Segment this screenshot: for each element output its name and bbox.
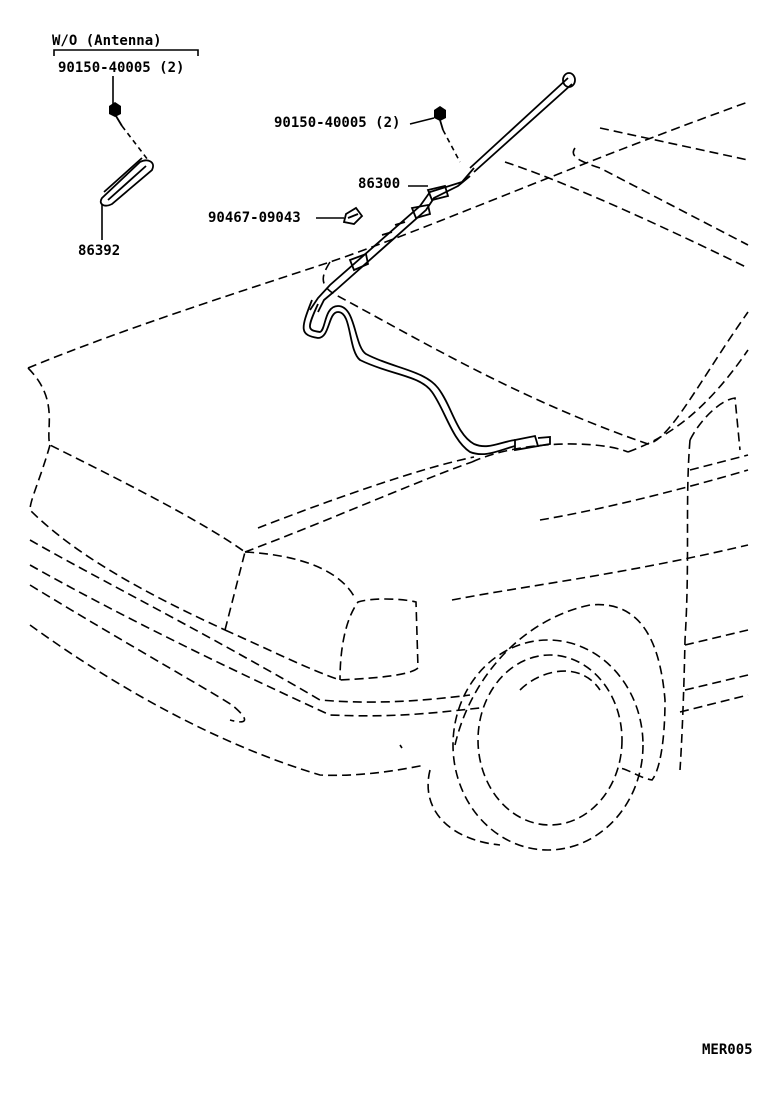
callout-clip: 90467-09043 [208,210,301,226]
callout-bolt-left: 90150-40005 (2) [58,60,185,76]
bolt-right-icon [434,106,446,131]
bolt-right-install-line [442,129,461,163]
leader-lines [53,49,435,240]
callout-antenna-assy: 86300 [358,176,401,192]
antenna-mast-housing [309,167,475,313]
header-bracket [53,49,199,56]
callout-cover: 86392 [78,243,121,259]
callout-bolt-right: 90150-40005 (2) [274,115,401,131]
clip-icon [342,206,364,225]
antenna-cable [302,299,551,456]
bolt-left-icon [109,102,123,127]
without-antenna-note: W/O (Antenna) [52,33,162,49]
car-body-outline [27,101,749,851]
antenna-cover [99,157,154,207]
bolt-left-install-line [121,125,149,161]
diagram-code: MER005 [702,1042,753,1058]
antenna-rod [469,72,576,173]
